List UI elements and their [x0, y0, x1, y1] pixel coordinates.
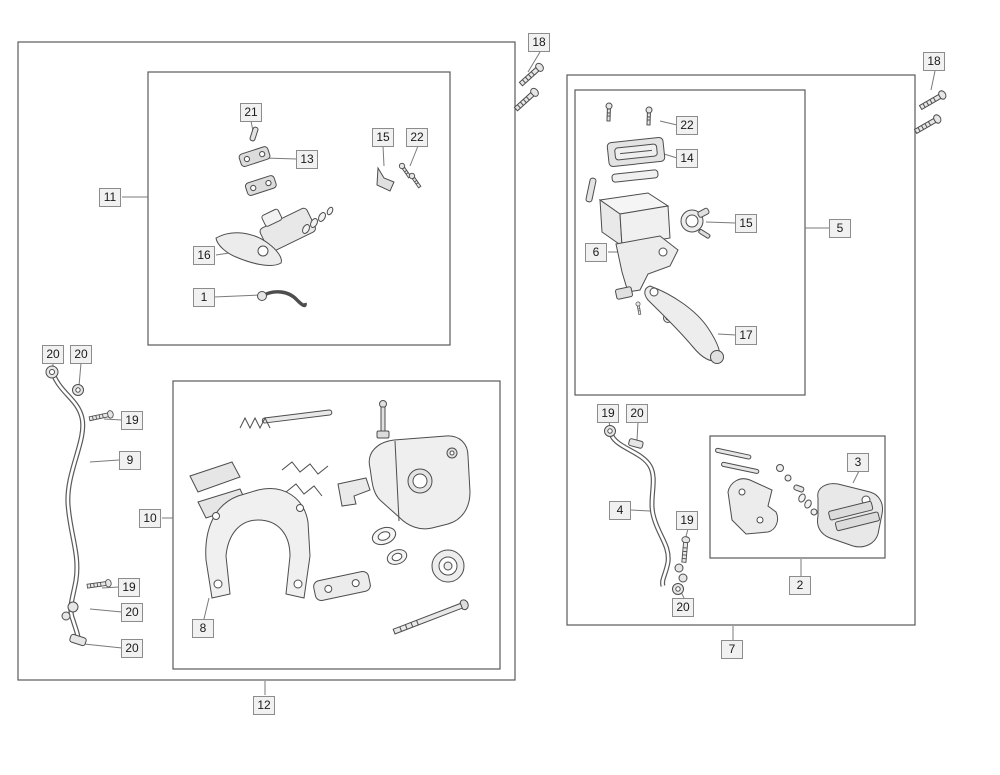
callout-20-c[interactable]: 20 [121, 603, 143, 622]
callout-15-right[interactable]: 15 [735, 214, 757, 233]
mounting-bolts-top-drawing [512, 61, 546, 113]
callout-11[interactable]: 11 [99, 188, 121, 207]
callout-12[interactable]: 12 [253, 696, 275, 715]
lever-master-cylinder-assembly-drawing [215, 126, 423, 308]
callout-15-left[interactable]: 15 [372, 128, 394, 147]
callout-6[interactable]: 6 [585, 243, 607, 262]
mounting-bolts-right-drawing [912, 88, 948, 136]
callout-19-b[interactable]: 19 [118, 578, 140, 597]
callout-19-d[interactable]: 19 [676, 511, 698, 530]
callout-5[interactable]: 5 [829, 219, 851, 238]
callout-1[interactable]: 1 [193, 288, 215, 307]
callout-22-left[interactable]: 22 [406, 128, 428, 147]
callout-18-right[interactable]: 18 [923, 52, 945, 71]
callout-20-d[interactable]: 20 [121, 639, 143, 658]
callout-22-right[interactable]: 22 [676, 116, 698, 135]
callout-18-top[interactable]: 18 [528, 33, 550, 52]
front-caliper-assembly-drawing [189, 400, 471, 635]
callout-13[interactable]: 13 [296, 150, 318, 169]
front-master-cylinder-assembly-drawing [585, 102, 724, 364]
callout-19-c[interactable]: 19 [597, 404, 619, 423]
leader-lines [52, 51, 936, 695]
callout-9[interactable]: 9 [119, 451, 141, 470]
callout-7[interactable]: 7 [721, 640, 743, 659]
callout-17[interactable]: 17 [735, 326, 757, 345]
callout-20-f[interactable]: 20 [672, 598, 694, 617]
callout-21[interactable]: 21 [240, 103, 262, 122]
callout-3[interactable]: 3 [847, 453, 869, 472]
callout-2[interactable]: 2 [789, 576, 811, 595]
callout-20-a[interactable]: 20 [42, 345, 64, 364]
group-frame-boxes [17, 41, 916, 681]
callout-20-b[interactable]: 20 [70, 345, 92, 364]
callout-8[interactable]: 8 [192, 619, 214, 638]
rear-caliper-assembly-drawing [715, 447, 883, 548]
rear-brake-hose-drawing [604, 425, 691, 595]
callout-16[interactable]: 16 [193, 246, 215, 265]
callout-4[interactable]: 4 [609, 501, 631, 520]
callout-14[interactable]: 14 [676, 149, 698, 168]
callout-20-e[interactable]: 20 [626, 404, 648, 423]
callout-19-a[interactable]: 19 [121, 411, 143, 430]
callout-10[interactable]: 10 [139, 509, 161, 528]
front-brake-hose-drawing [45, 365, 115, 647]
